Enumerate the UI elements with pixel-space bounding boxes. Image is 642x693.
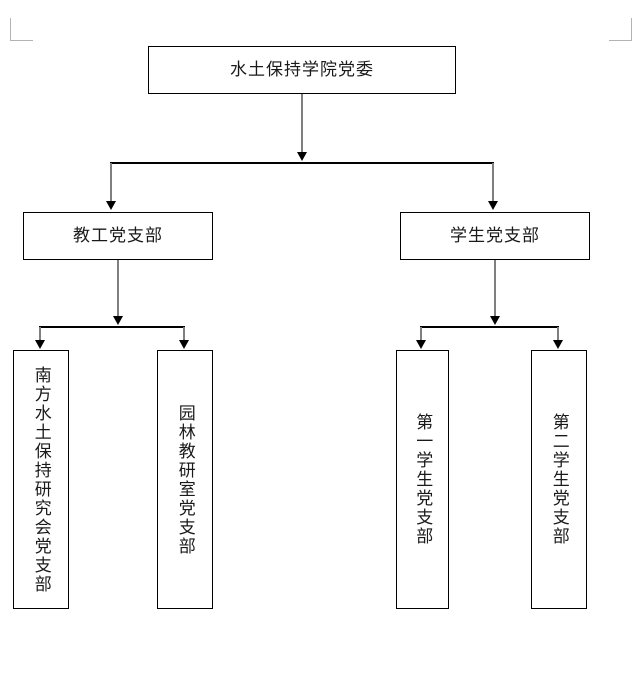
arrowhead-branch1 (416, 340, 426, 349)
arrowhead-student (488, 201, 498, 210)
node-first-student-party-branch[interactable]: 第一学生党支部 (396, 350, 449, 609)
page-corner-mark-top-right (609, 18, 632, 41)
arrowhead-student-stem (490, 316, 500, 325)
node-second-student-party-branch[interactable]: 第二学生党支部 (531, 350, 587, 609)
node-label: 第二学生党支部 (549, 413, 569, 546)
connector-faculty-stem (117, 260, 119, 318)
arrowhead-faculty-stem (113, 316, 123, 325)
connector-student-stem (494, 260, 496, 318)
node-label: 南方水土保持研究会党支部 (31, 365, 51, 594)
arrowhead-garden (179, 340, 189, 349)
arrowhead-south (35, 340, 45, 349)
connector-root-stem (301, 94, 303, 154)
node-label: 教工党支部 (73, 226, 163, 246)
node-label: 第一学生党支部 (413, 413, 433, 546)
node-label: 园林教研室党支部 (175, 403, 195, 556)
connector-root-to-faculty (110, 163, 112, 203)
node-south-soil-water-research-branch[interactable]: 南方水土保持研究会党支部 (13, 350, 69, 609)
arrowhead-branch2 (553, 340, 563, 349)
node-faculty-party-branch[interactable]: 教工党支部 (23, 212, 213, 260)
node-garden-teaching-office-branch[interactable]: 园林教研室党支部 (157, 350, 213, 609)
connector-student-to-branch1 (420, 327, 422, 342)
connector-bus-student-children (420, 326, 559, 328)
node-label: 学生党支部 (450, 226, 540, 246)
connector-bus-faculty-children (39, 326, 185, 328)
connector-faculty-to-garden (183, 327, 185, 342)
page-corner-mark-top-left (10, 18, 33, 41)
connector-student-to-branch2 (557, 327, 559, 342)
connector-bus-level2 (110, 162, 494, 164)
node-student-party-branch[interactable]: 学生党支部 (400, 212, 590, 260)
arrowhead-root-stem (297, 152, 307, 161)
node-label: 水土保持学院党委 (230, 60, 374, 80)
node-college-party-committee[interactable]: 水土保持学院党委 (148, 46, 456, 94)
connector-faculty-to-south (39, 327, 41, 342)
arrowhead-faculty (106, 201, 116, 210)
connector-root-to-student (492, 163, 494, 203)
